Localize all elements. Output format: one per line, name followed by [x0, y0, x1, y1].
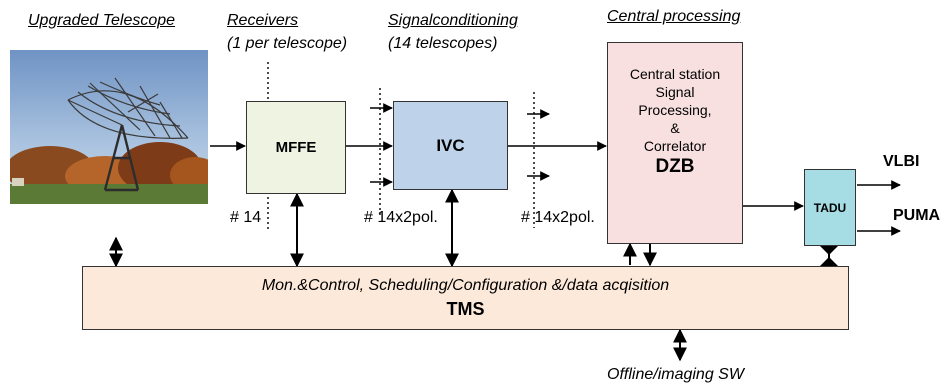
offline-imaging-label: Offline/imaging SW — [607, 366, 744, 383]
vlbi-label: VLBI — [883, 153, 920, 170]
dzb-label: DZB — [655, 156, 695, 177]
header-receivers-sub: (1 per telescope) — [227, 35, 348, 52]
central-processing-box: Central station Signal Processing, & Cor… — [607, 42, 743, 244]
tms-box: Mon.&Control, Scheduling/Configuration &… — [82, 266, 849, 330]
mffe-box: MFFE — [246, 101, 346, 194]
correlator-label: Correlator — [643, 138, 707, 154]
header-central-processing: Central processing — [607, 8, 741, 25]
processing-label: Processing, — [638, 102, 712, 118]
tms-description: Mon.&Control, Scheduling/Configuration &… — [261, 276, 670, 294]
ivc-label: IVC — [436, 135, 465, 155]
ampersand-label: & — [670, 120, 680, 136]
header-telescope: Upgraded Telescope — [28, 12, 176, 29]
header-signal-sub: (14 telescopes) — [388, 35, 498, 52]
mffe-label: MFFE — [275, 139, 317, 156]
ivc-box: IVC — [393, 101, 508, 190]
tadu-label: TADU — [813, 200, 847, 215]
central-station-label: Central station — [629, 66, 721, 82]
tms-label: TMS — [446, 298, 485, 319]
header-signal-conditioning: Signalconditioning — [388, 12, 518, 29]
puma-label: PUMA — [893, 207, 941, 224]
tadu-box: TADU — [804, 169, 856, 246]
ivc-input-count: # 14x2pol. — [364, 209, 438, 226]
ivc-output-count: # 14x2pol. — [521, 209, 595, 226]
header-receivers: Receivers — [227, 12, 299, 29]
receivers-count: # 14 — [230, 209, 262, 226]
telescope-image — [10, 50, 208, 204]
signal-label: Signal — [655, 84, 695, 100]
